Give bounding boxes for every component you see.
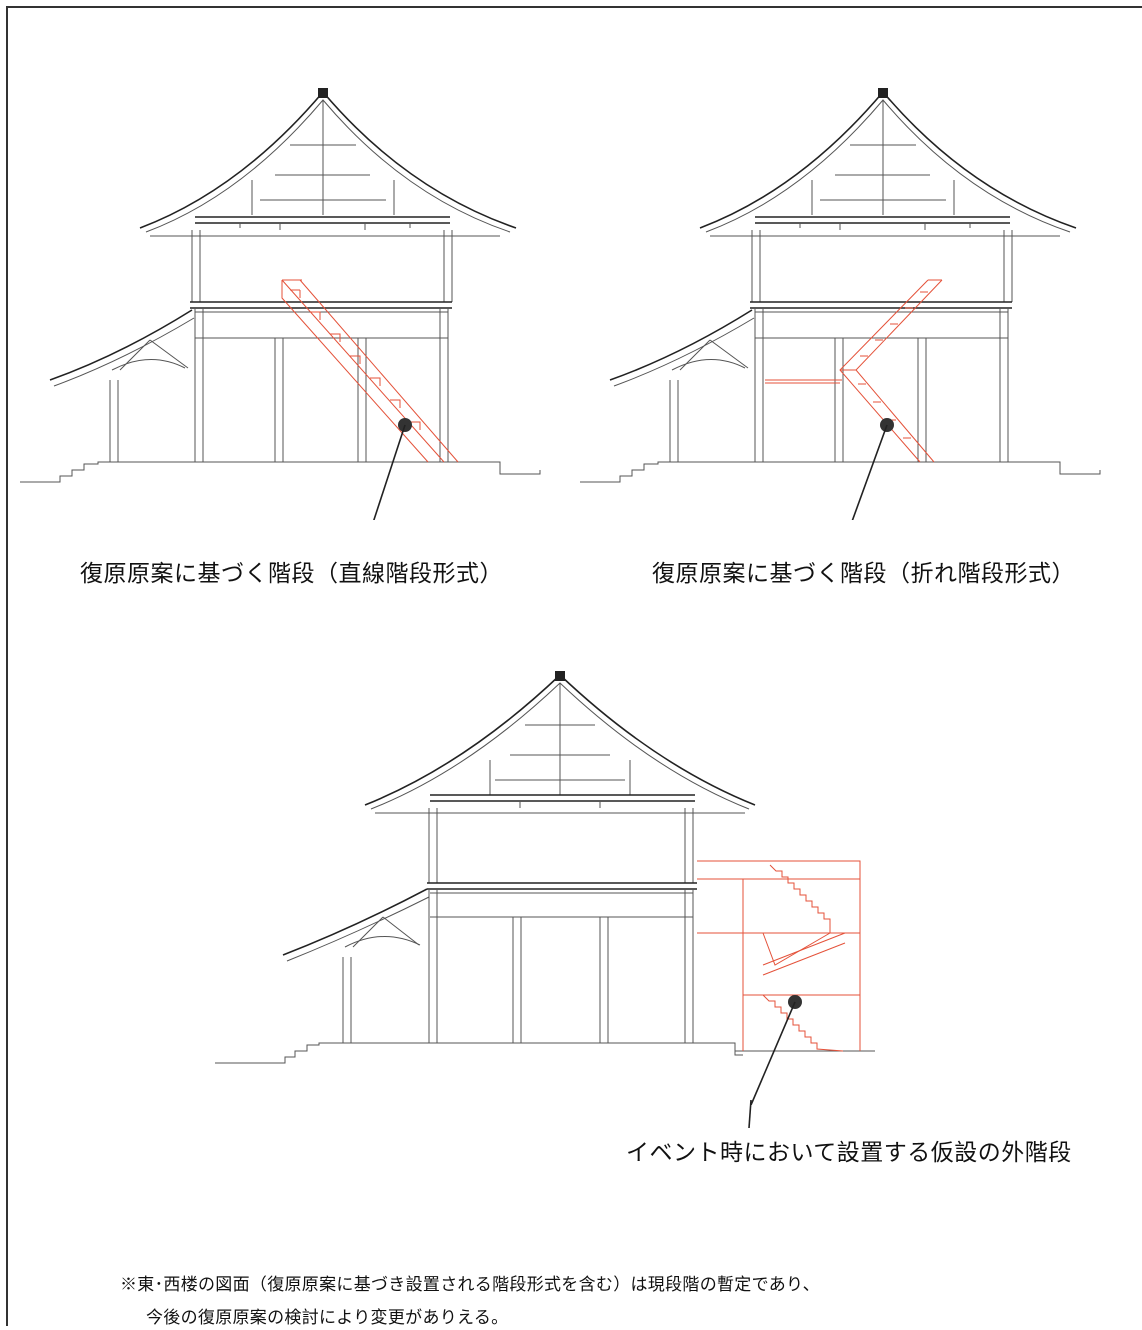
callout-leader-extension bbox=[748, 1100, 752, 1129]
label-straight-stair: 復原原案に基づく階段（直線階段形式） bbox=[80, 561, 503, 587]
stair-straight bbox=[281, 279, 459, 463]
section-drawing-folded bbox=[580, 88, 1101, 520]
footnote-line-2: 今後の復原原案の検討により変更がありえる。 bbox=[146, 1308, 509, 1328]
callout-leader bbox=[750, 1001, 796, 1105]
section-drawing-temporary bbox=[215, 671, 875, 1105]
callout-leader bbox=[373, 424, 406, 520]
callout-leader bbox=[851, 424, 888, 520]
section-drawing-straight bbox=[20, 88, 541, 520]
label-temporary-stair: イベント時において設置する仮設の外階段 bbox=[626, 1140, 1072, 1166]
building-section bbox=[215, 671, 875, 1064]
footnote-line-1: ※東･西楼の図面（復原原案に基づき設置される階段形式を含む）は現段階の暫定であり… bbox=[120, 1275, 820, 1295]
page-frame bbox=[6, 6, 1142, 1326]
building-section bbox=[20, 88, 541, 483]
stair-folded bbox=[765, 279, 943, 463]
stair-temporary-external bbox=[697, 860, 861, 1052]
label-folded-stair: 復原原案に基づく階段（折れ階段形式） bbox=[652, 561, 1075, 587]
building-section bbox=[580, 88, 1101, 483]
